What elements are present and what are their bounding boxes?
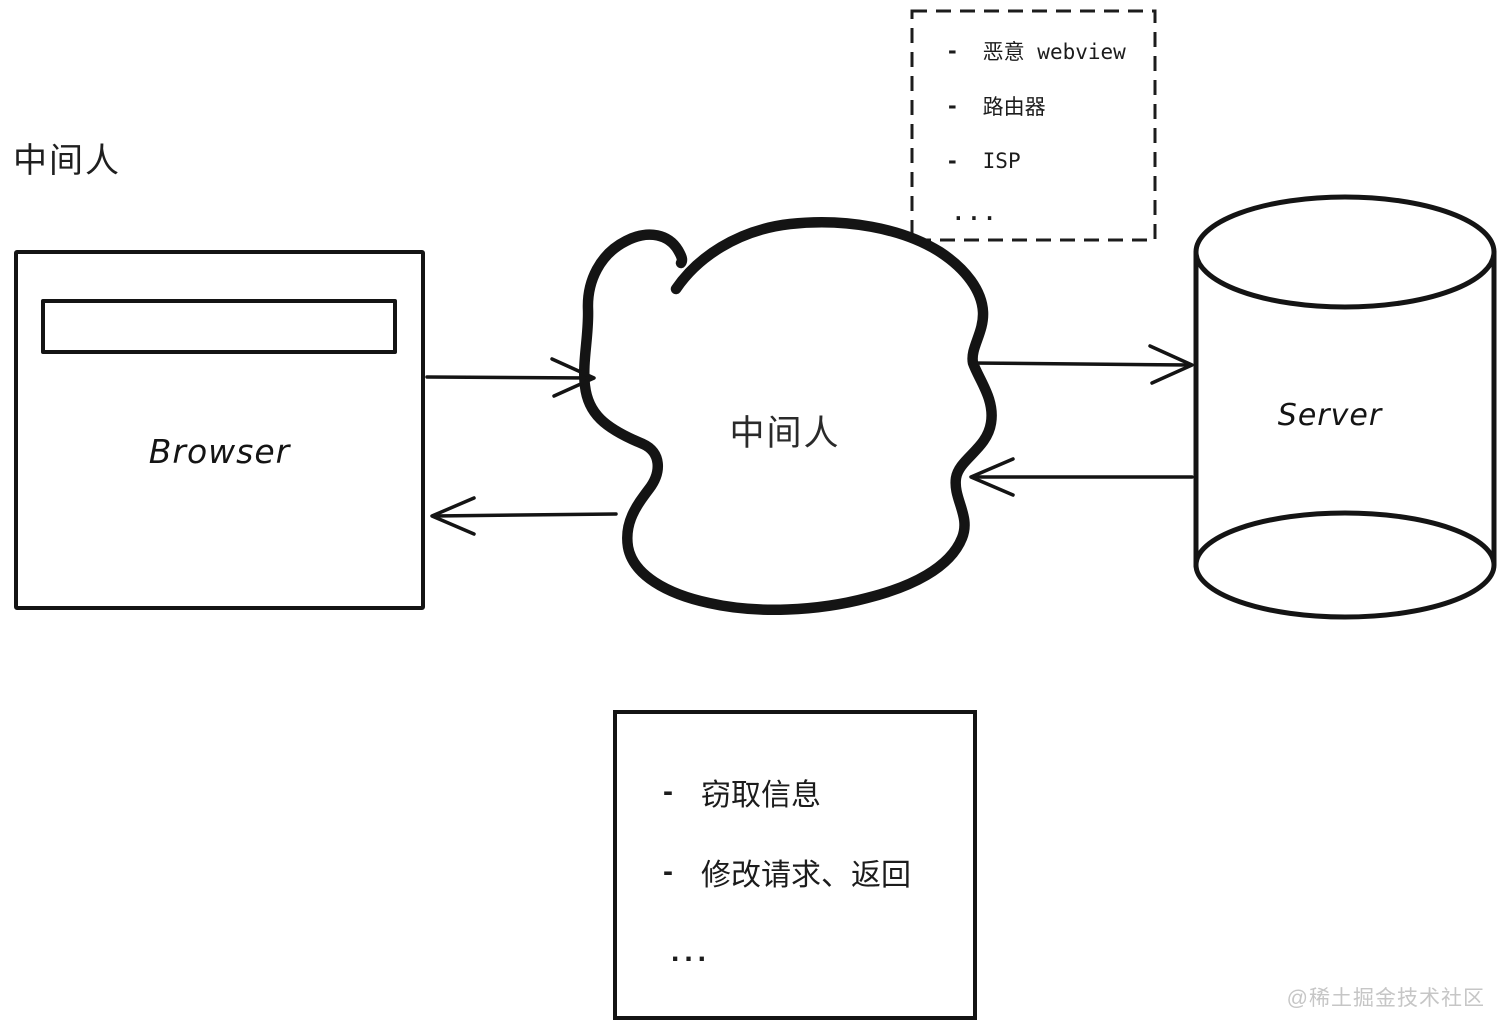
browser-label: Browser	[148, 432, 291, 471]
attack-actions-box: - 窃取信息 - 修改请求、返回 ...	[613, 710, 977, 1020]
ellipsis-more: ...	[671, 935, 712, 968]
list-item: - ISP	[946, 133, 1156, 188]
list-item: - 修改请求、返回	[663, 832, 963, 912]
bullet-dash: -	[663, 775, 673, 808]
attack-action-label: 修改请求、返回	[701, 859, 911, 892]
browser-address-bar	[41, 299, 397, 354]
server-label: Server	[1277, 398, 1383, 433]
attack-action-label: 窃取信息	[701, 779, 821, 812]
attack-vectors-dashed-frame	[910, 9, 1157, 242]
bullet-dash: -	[946, 93, 959, 118]
mitm-cloud-shape	[579, 217, 997, 615]
list-item: - 窃取信息	[663, 752, 963, 832]
ellipsis-more: ...	[952, 201, 999, 225]
browser-box: Browser	[14, 250, 425, 610]
attack-actions-list: - 窃取信息 - 修改请求、返回 ...	[663, 752, 963, 992]
arrow-server-to-mitm-icon	[969, 457, 1194, 497]
arrow-mitm-to-browser-icon	[430, 496, 618, 536]
arrow-browser-to-mitm-icon	[425, 357, 596, 398]
attack-vector-label: ISP	[982, 148, 1021, 173]
bullet-dash: -	[946, 38, 959, 63]
arrow-mitm-to-server-icon	[969, 344, 1194, 385]
server-cylinder-shape	[1193, 194, 1497, 620]
watermark: @稀土掘金技术社区	[1286, 987, 1485, 1010]
bullet-dash: -	[946, 148, 959, 173]
attack-vector-label: 路由器	[982, 94, 1046, 119]
attack-vector-label: 恶意 webview	[982, 39, 1126, 64]
page-title: 中间人	[13, 142, 121, 180]
attack-vectors-list: - 恶意 webview - 路由器 - ISP ...	[912, 9, 1156, 241]
bullet-dash: -	[663, 855, 673, 888]
list-item: - 恶意 webview	[946, 23, 1156, 78]
list-item: - 路由器	[946, 78, 1156, 133]
mitm-cloud-label: 中间人	[729, 414, 841, 453]
